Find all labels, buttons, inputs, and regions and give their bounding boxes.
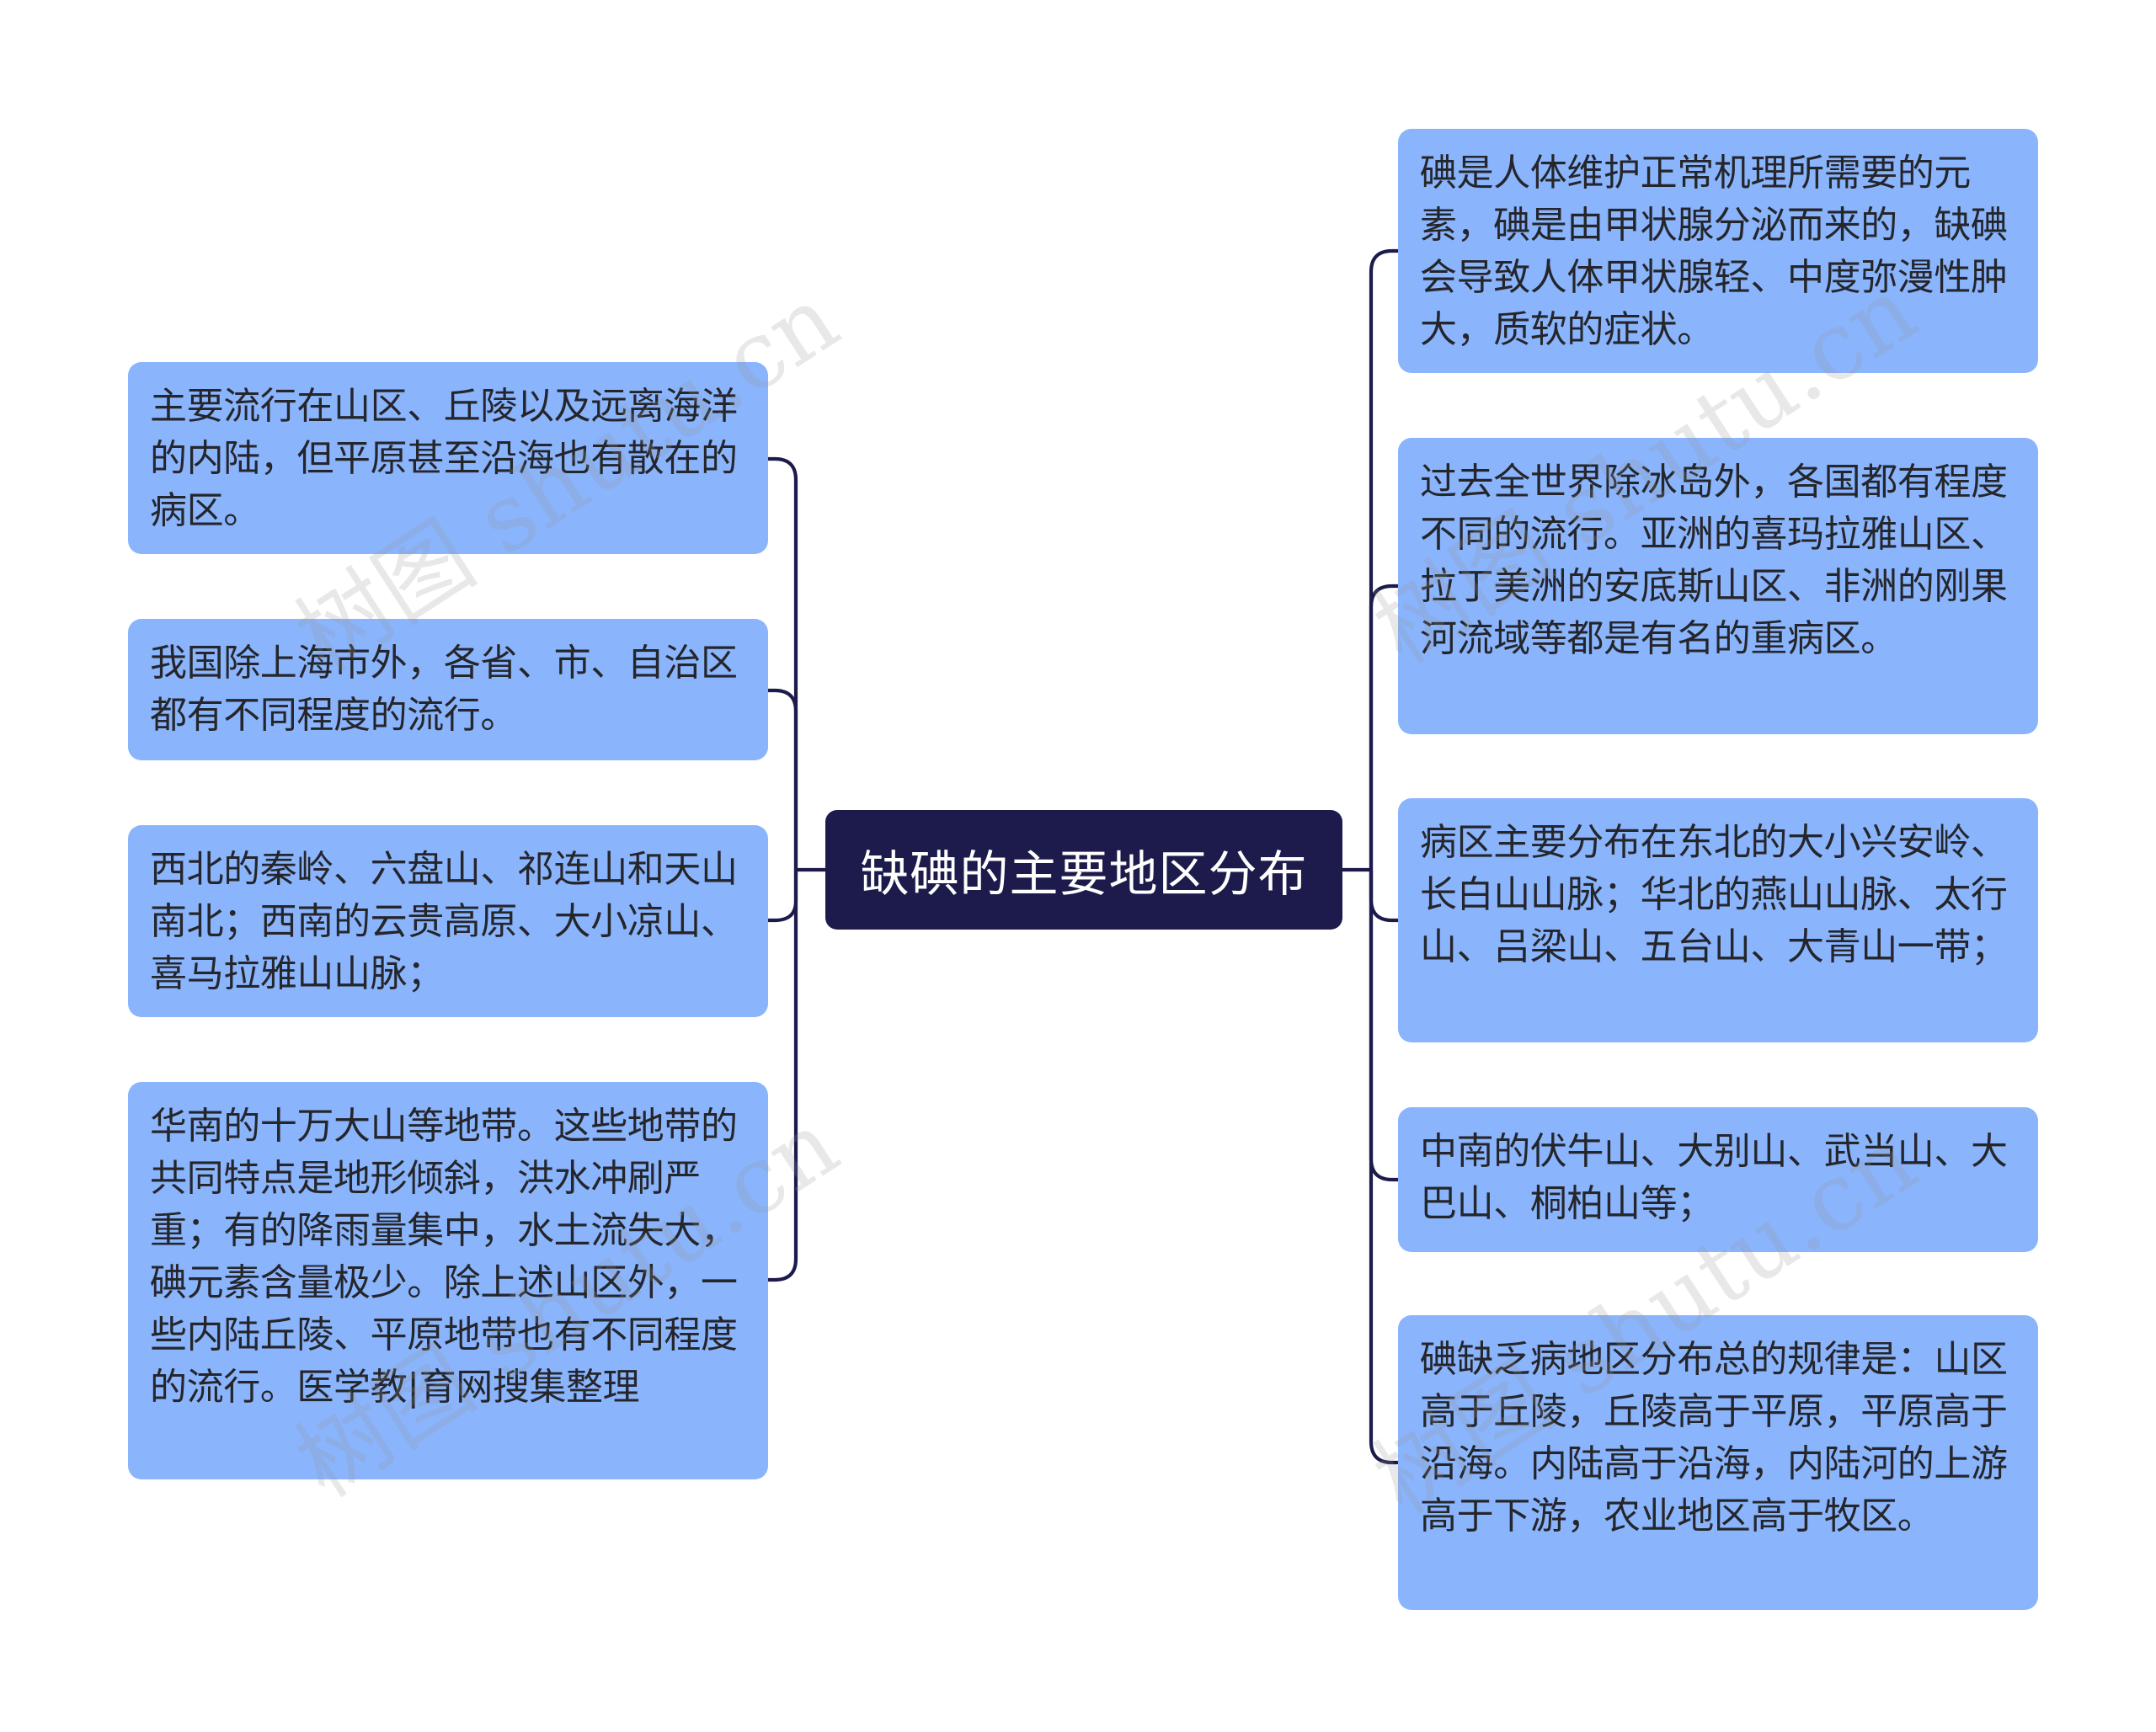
left-node-4[interactable]: 华南的十万大山等地带。这些地带的共同特点是地形倾斜，洪水冲刷严重；有的降雨量集中… [128,1082,768,1479]
connector-right-5 [1369,870,1398,1465]
connector-right-2 [1369,584,1398,870]
connector-right-3 [1369,870,1398,923]
connector-left-2 [768,688,798,870]
root-topic[interactable]: 缺碘的主要地区分布 [825,810,1342,930]
connector-left-3 [768,870,798,923]
right-node-2[interactable]: 过去全世界除冰岛外，各国都有程度不同的流行。亚洲的喜玛拉雅山区、拉丁美洲的安底斯… [1398,438,2038,734]
right-node-3[interactable]: 病区主要分布在东北的大小兴安岭、长白山山脉；华北的燕山山脉、太行山、吕梁山、五台… [1398,798,2038,1042]
right-node-4[interactable]: 中南的伏牛山、大别山、武当山、大巴山、桐柏山等； [1398,1107,2038,1252]
connector-left-1 [768,456,798,870]
right-node-5[interactable]: 碘缺乏病地区分布总的规律是：山区高于丘陵，丘陵高于平原，平原高于沿海。内陆高于沿… [1398,1315,2038,1610]
left-node-3[interactable]: 西北的秦岭、六盘山、祁连山和天山南北；西南的云贵高原、大小凉山、喜马拉雅山山脉； [128,825,768,1017]
connector-left-4 [768,870,798,1282]
right-node-1[interactable]: 碘是人体维护正常机理所需要的元素，碘是由甲状腺分泌而来的，缺碘会导致人体甲状腺轻… [1398,129,2038,373]
connector-right-1 [1369,248,1398,870]
left-node-2[interactable]: 我国除上海市外，各省、市、自治区都有不同程度的流行。 [128,619,768,760]
left-node-1[interactable]: 主要流行在山区、丘陵以及远离海洋的内陆，但平原甚至沿海也有散在的病区。 [128,362,768,554]
